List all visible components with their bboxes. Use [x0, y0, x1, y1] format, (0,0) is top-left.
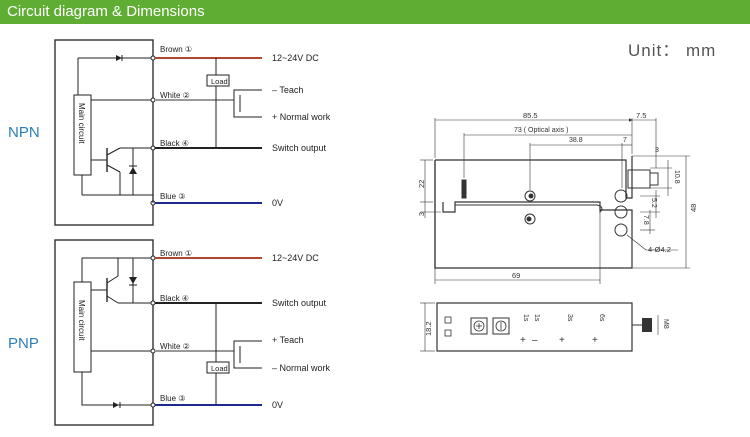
- dim-m8: M8: [662, 319, 669, 329]
- pnp-white-label: White ②: [160, 342, 190, 351]
- side-view-drawing: [420, 118, 690, 284]
- dim-4-hole: 4-Ø4.2: [648, 245, 671, 254]
- dim-10-8: 10.8: [673, 170, 680, 184]
- npn-main-circuit-label: Main circuit: [77, 103, 86, 144]
- dim-22: 22: [417, 180, 426, 188]
- dim-38-8: 38.8: [569, 137, 583, 144]
- panel-label-d: 6s: [598, 314, 605, 322]
- panel-sign-4: +: [592, 335, 598, 346]
- m8-connector: [642, 318, 652, 332]
- dim-7: 7: [623, 137, 627, 144]
- pnp-load-box: [206, 361, 230, 374]
- dim-73-optical: 73 ( Optical axis ): [514, 127, 568, 134]
- side-view-dimensions: 85.5 7.5 73 ( Optical axis ) 38.8 7 3 10…: [417, 111, 698, 280]
- npn-black-label: Black ④: [160, 139, 189, 148]
- pnp-sensor-box: [54, 239, 154, 426]
- npn-sensor-box: [54, 39, 154, 226]
- npn-switch-label: Switch output: [272, 143, 327, 153]
- npn-teach-label: – Teach: [272, 85, 303, 95]
- npn-zero-label: 0V: [272, 198, 283, 208]
- panel-sign-2: –: [532, 335, 538, 346]
- npn-power-label: 12~24V DC: [272, 53, 319, 63]
- indicator-led-2: [444, 329, 452, 337]
- panel-label-b: 1s: [533, 314, 540, 322]
- indicator-led-1: [444, 316, 452, 324]
- npn-load-box: [206, 74, 230, 87]
- npn-diagram: NPN Main circuit: [8, 39, 331, 226]
- pnp-zero-label: 0V: [272, 400, 283, 410]
- npn-normal-label: + Normal work: [272, 112, 331, 122]
- dim-18-2: 18.2: [424, 321, 433, 336]
- unit-label: Unit： mm: [628, 41, 717, 60]
- dim-85-5: 85.5: [523, 111, 538, 120]
- dim-5-2: 5.2: [650, 198, 657, 208]
- dim-7-8: 7.8: [642, 215, 649, 225]
- npn-label: NPN: [8, 124, 40, 141]
- pnp-main-circuit-label: Main circuit: [77, 300, 86, 341]
- pnp-normal-label: – Normal work: [272, 363, 331, 373]
- npn-load-label: Load: [211, 77, 228, 86]
- pnp-teach-label: + Teach: [272, 335, 304, 345]
- dim-48: 48: [689, 204, 698, 212]
- front-view-drawing: 1s 1s 3s 6s + – + + M8 18.2: [420, 302, 669, 352]
- panel-sign-1: +: [520, 335, 526, 346]
- pnp-power-label: 12~24V DC: [272, 253, 319, 263]
- section-title: Circuit diagram & Dimensions: [7, 3, 205, 20]
- section-header: Circuit diagram & Dimensions: [0, 0, 750, 24]
- npn-brown-label: Brown ①: [160, 45, 192, 54]
- pnp-brown-label: Brown ①: [160, 249, 192, 258]
- panel-label-c: 3s: [566, 314, 573, 322]
- dim-3-left: 3: [419, 212, 426, 216]
- pnp-black-label: Black ④: [160, 294, 189, 303]
- pnp-label: PNP: [8, 335, 39, 352]
- pnp-diagram: PNP Main circuit Load: [8, 239, 331, 426]
- npn-white-label: White ②: [160, 91, 190, 100]
- dim-3-top: 3: [655, 147, 659, 154]
- dim-69: 69: [512, 271, 520, 280]
- panel-sign-3: +: [559, 335, 565, 346]
- pnp-blue-label: Blue ③: [160, 394, 185, 403]
- pnp-switch-label: Switch output: [272, 298, 327, 308]
- pnp-load-label: Load: [211, 364, 228, 373]
- front-panel-outline: [436, 302, 633, 352]
- dim-7-5: 7.5: [636, 111, 646, 120]
- npn-blue-label: Blue ③: [160, 192, 185, 201]
- panel-label-a: 1s: [522, 314, 529, 322]
